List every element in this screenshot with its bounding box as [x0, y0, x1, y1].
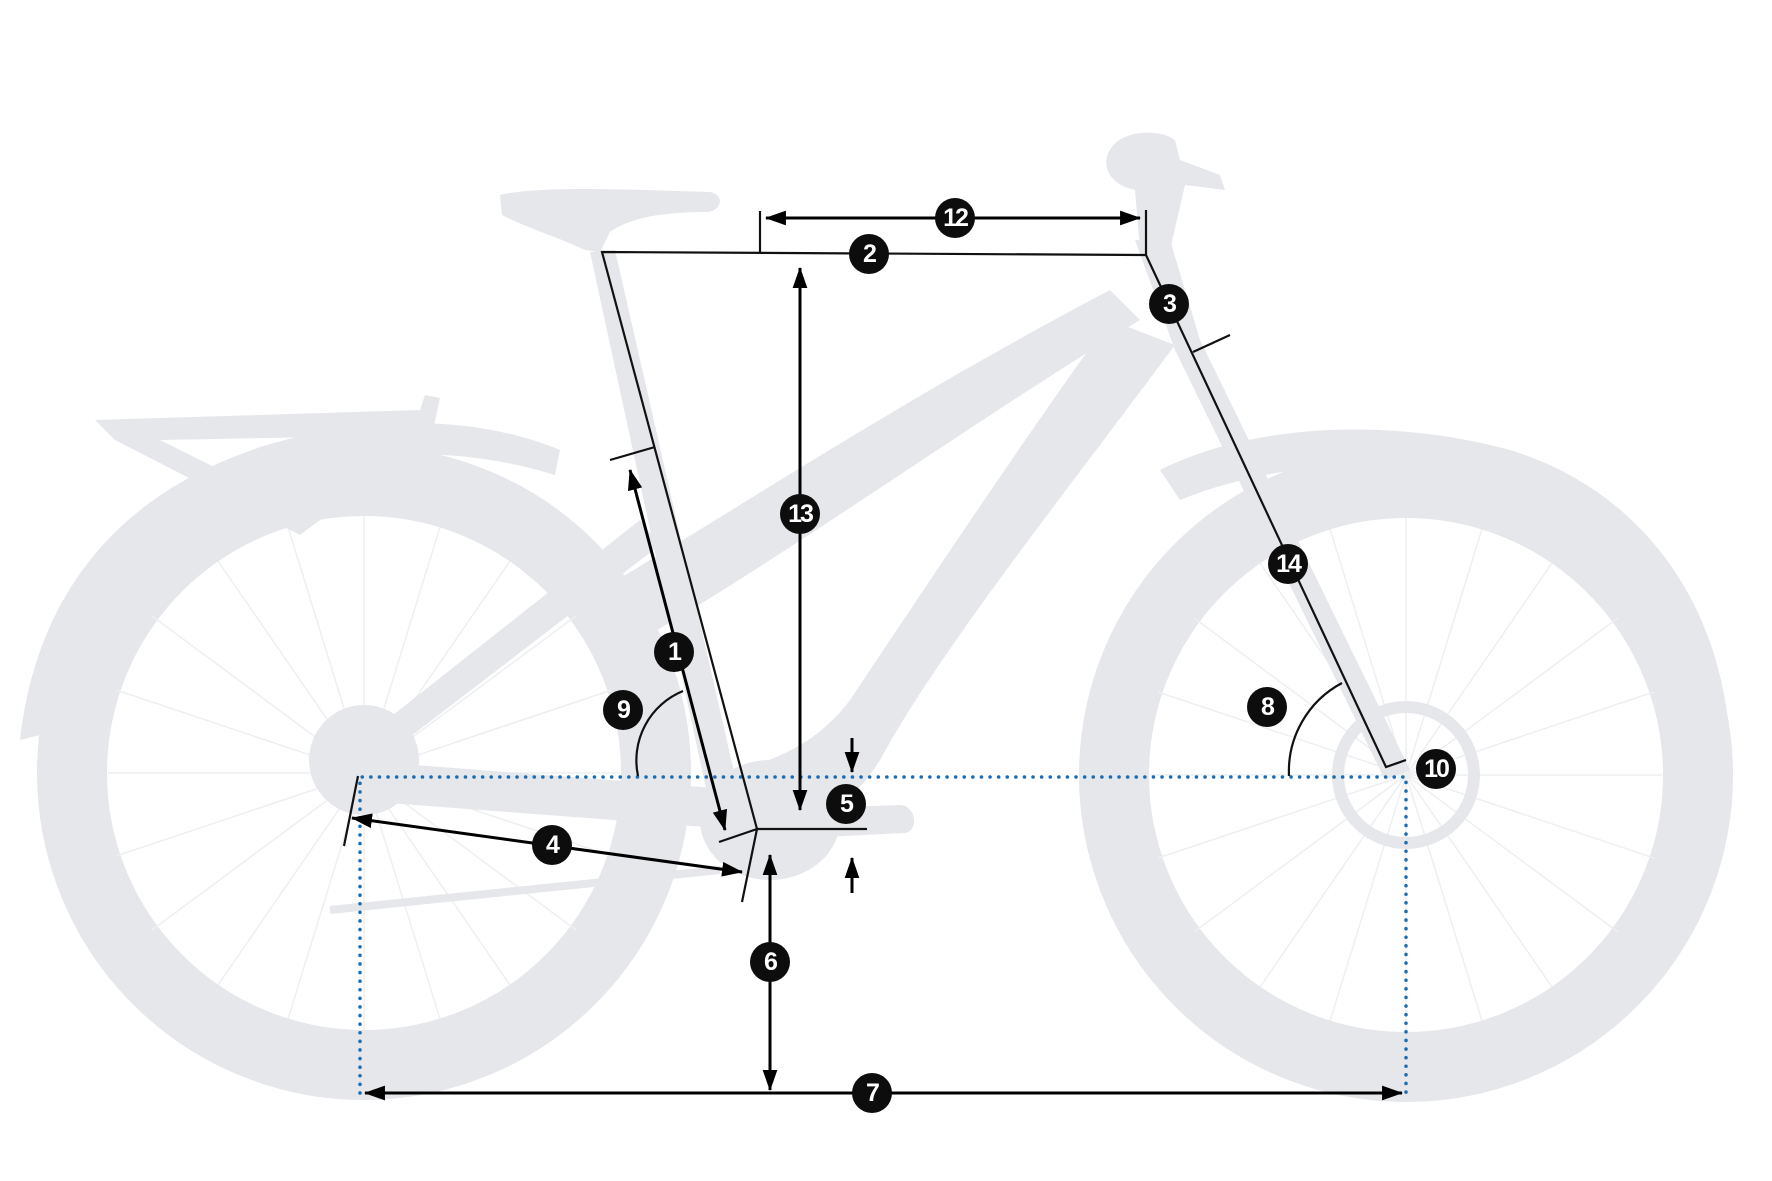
crank-arm: [760, 805, 915, 840]
head-tube-tick: [1192, 334, 1231, 353]
marker-14-fork-length: 14: [1268, 544, 1308, 584]
marker-7-wheelbase: 7: [852, 1073, 892, 1113]
marker-1-seat-tube: 1: [654, 632, 694, 672]
seat-stay: [355, 520, 660, 760]
fork: [1135, 240, 1410, 780]
marker-13-stack: 13: [780, 494, 820, 534]
marker-2-top-tube: 2: [849, 234, 889, 274]
marker-5-bb-drop: 5: [826, 784, 866, 824]
marker-6-bb-height: 6: [750, 942, 790, 982]
front-fender: [1160, 429, 1730, 745]
chain: [329, 866, 721, 914]
bb-stub-line: [740, 828, 759, 903]
down-tube: [735, 320, 1175, 835]
head-angle-arc: [1287, 682, 1343, 777]
marker-10-fork-offset: 10: [1416, 749, 1456, 789]
saddle: [500, 188, 720, 252]
rear-rack: [95, 395, 440, 535]
bike-silhouette: [20, 132, 1733, 1102]
seat-tube-tick: [609, 445, 656, 462]
top-tube: [600, 290, 1140, 640]
rear-axle-stub: [342, 775, 360, 847]
marker-12-reach: 12: [935, 198, 975, 238]
marker-4-chainstay: 4: [532, 825, 572, 865]
handlebar: [1106, 132, 1225, 250]
marker-8-head-angle: 8: [1247, 687, 1287, 727]
rear-fender: [20, 422, 560, 740]
marker-3-head-tube: 3: [1149, 284, 1189, 324]
marker-9-seat-angle: 9: [603, 690, 643, 730]
